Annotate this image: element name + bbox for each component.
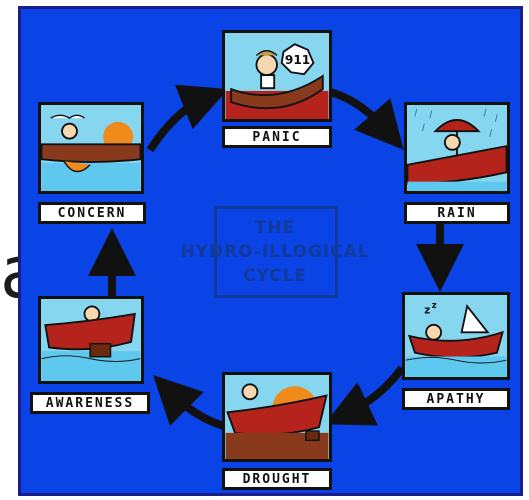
title-line-3: CYCLE bbox=[150, 266, 400, 286]
arrow-concern-to-panic bbox=[150, 98, 206, 150]
panic-panel: 911 bbox=[222, 30, 332, 122]
stage-label-apathy: APATHY bbox=[402, 388, 510, 410]
stage-label-awareness: AWARENESS bbox=[30, 392, 150, 414]
arrow-apathy-to-drought bbox=[346, 368, 402, 414]
panic-sign-911: 911 bbox=[285, 53, 310, 67]
title-line-1: THE bbox=[150, 218, 400, 238]
rain-panel bbox=[404, 102, 510, 194]
arrow-panic-to-rain bbox=[330, 92, 388, 132]
drought-panel bbox=[222, 372, 332, 462]
arrow-drought-to-awareness bbox=[170, 392, 224, 426]
stage-label-panic: PANIC bbox=[222, 126, 332, 148]
concern-panel bbox=[38, 102, 144, 194]
svg-text:z: z bbox=[432, 300, 437, 310]
stage-label-rain: RAIN bbox=[404, 202, 510, 224]
stage-label-drought: DROUGHT bbox=[222, 468, 332, 490]
awareness-panel bbox=[38, 296, 144, 384]
svg-text:z: z bbox=[424, 305, 430, 317]
apathy-panel: z z bbox=[402, 292, 510, 380]
stage-label-concern: CONCERN bbox=[38, 202, 146, 224]
title-line-2: HYDRO-ILLOGICAL bbox=[150, 242, 400, 262]
